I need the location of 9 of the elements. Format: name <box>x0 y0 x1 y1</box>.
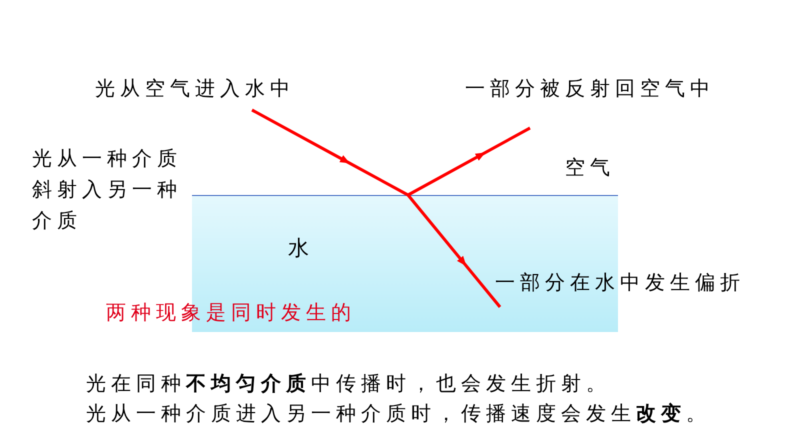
text-label: 光从一种介质进入另一种介质时，传播速度会发生改变。 <box>86 400 712 427</box>
text-label: 光从空气进入水中 <box>95 75 296 102</box>
water-label: 水 <box>288 235 309 262</box>
text-label: 两种现象是同时发生的 <box>106 299 357 326</box>
text-label: 空气 <box>565 154 616 181</box>
text-label: 光从一种介质斜射入另一种介质 <box>32 145 182 234</box>
text-label: 一部分在水中发生偏折 <box>495 269 746 296</box>
text-label: 光在同种不均匀介质中传播时，也会发生折射。 <box>86 370 612 397</box>
text-label: 一部分被反射回空气中 <box>465 75 716 102</box>
